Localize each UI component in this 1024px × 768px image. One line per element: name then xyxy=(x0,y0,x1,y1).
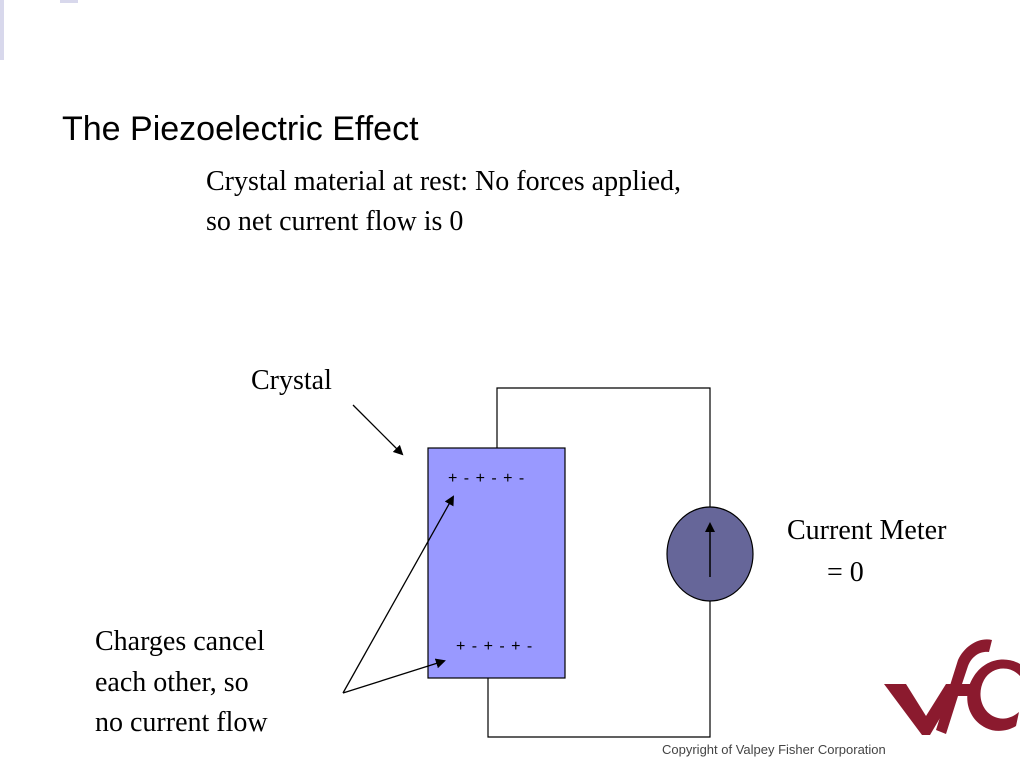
crystal-pointer-arrow xyxy=(352,404,404,456)
vfc-logo xyxy=(884,639,1020,735)
charges-note-line-3: no current flow xyxy=(95,707,268,738)
charges-note-line-2: each other, so xyxy=(95,667,249,698)
circuit-wire-bottom xyxy=(487,600,711,738)
caption-line-1: Crystal material at rest: No forces appl… xyxy=(206,166,682,197)
meter-label-line-1: Current Meter xyxy=(787,515,947,546)
corner-decoration xyxy=(0,0,4,60)
crystal-top-charges: + - + - + - xyxy=(448,470,526,487)
circuit-wire-top xyxy=(496,387,711,508)
charges-pointer-bottom-arrow xyxy=(342,658,446,694)
caption-line-2: so net current flow is 0 xyxy=(206,206,464,237)
crystal-label: Crystal xyxy=(251,365,332,396)
meter-label-line-2: = 0 xyxy=(827,557,864,588)
crystal-block xyxy=(427,447,566,679)
charges-note-line-1: Charges cancel xyxy=(95,626,265,657)
crystal-bottom-charges: + - + - + - xyxy=(456,638,534,655)
charges-pointer-top-arrow xyxy=(342,495,454,694)
corner-decoration-dash xyxy=(60,0,78,3)
slide-title: The Piezoelectric Effect xyxy=(62,110,419,148)
logo-v-shape xyxy=(884,684,960,735)
logo-f-shape xyxy=(936,639,992,734)
logo-c-shape xyxy=(967,659,1020,731)
copyright-notice: Copyright of Valpey Fisher Corporation xyxy=(662,742,886,757)
